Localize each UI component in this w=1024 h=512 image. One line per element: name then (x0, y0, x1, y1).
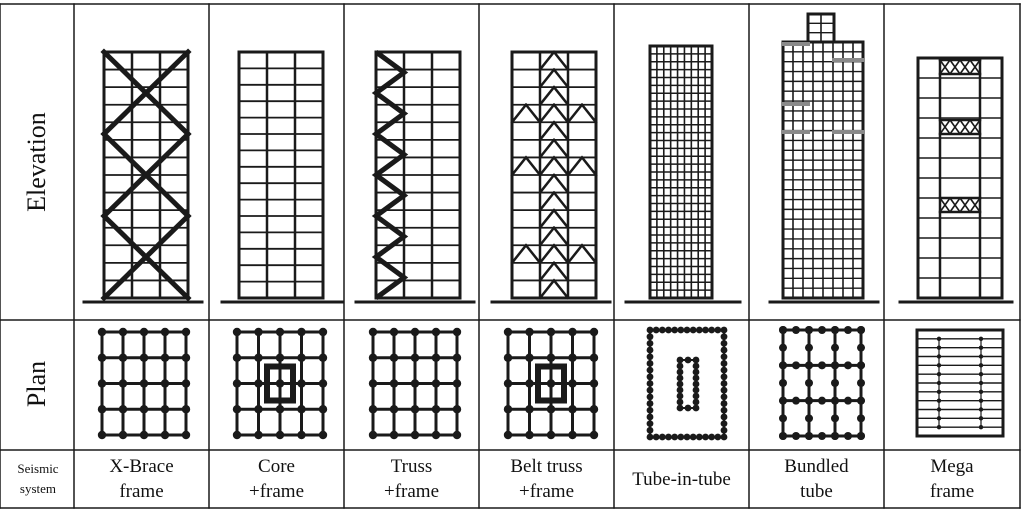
plan-row (97, 326, 1005, 441)
system-label-core-frame: Core +frame (248, 456, 304, 502)
belt-truss-frame-elevation (490, 50, 612, 304)
system-label-belt-truss-frame: Belt truss +frame (510, 456, 583, 502)
tube-in-tube-elevation (624, 44, 742, 304)
x-brace-frame-elevation (82, 48, 204, 304)
seismic-system-row-label: Seismic system (17, 461, 59, 496)
elevation-row-label-cell: Elevation (0, 4, 74, 320)
grid-frame-plan-truss (368, 327, 462, 440)
plan-row-label-cell: Plan (0, 320, 74, 448)
core-frame-plan-belt-truss (503, 327, 599, 440)
system-label-bundled-tube: Bundled tube (784, 456, 849, 502)
plan-row-label: Plan (21, 360, 51, 408)
system-label-tube-in-tube: Tube-in-tube (632, 468, 731, 490)
elevation-row-label: Elevation (22, 112, 52, 212)
bundled-tube-elevation (768, 12, 880, 304)
system-label-x-brace: X-Brace frame (109, 456, 174, 502)
tube-in-tube-plan (646, 326, 728, 441)
grid-frame-plan-x-brace (97, 327, 191, 440)
mega-frame-plan (915, 328, 1005, 438)
bundled-tube-plan (779, 326, 865, 440)
elevation-row (82, 12, 1014, 304)
table-grid-lines (0, 3, 1021, 509)
core-frame-plan-core (232, 327, 328, 440)
core-frame-elevation (220, 50, 344, 304)
truss-frame-elevation (354, 49, 476, 304)
mega-frame-elevation (898, 56, 1014, 304)
system-label-mega-frame: Mega frame (929, 456, 975, 502)
system-label-truss-frame: Truss +frame (383, 456, 439, 502)
